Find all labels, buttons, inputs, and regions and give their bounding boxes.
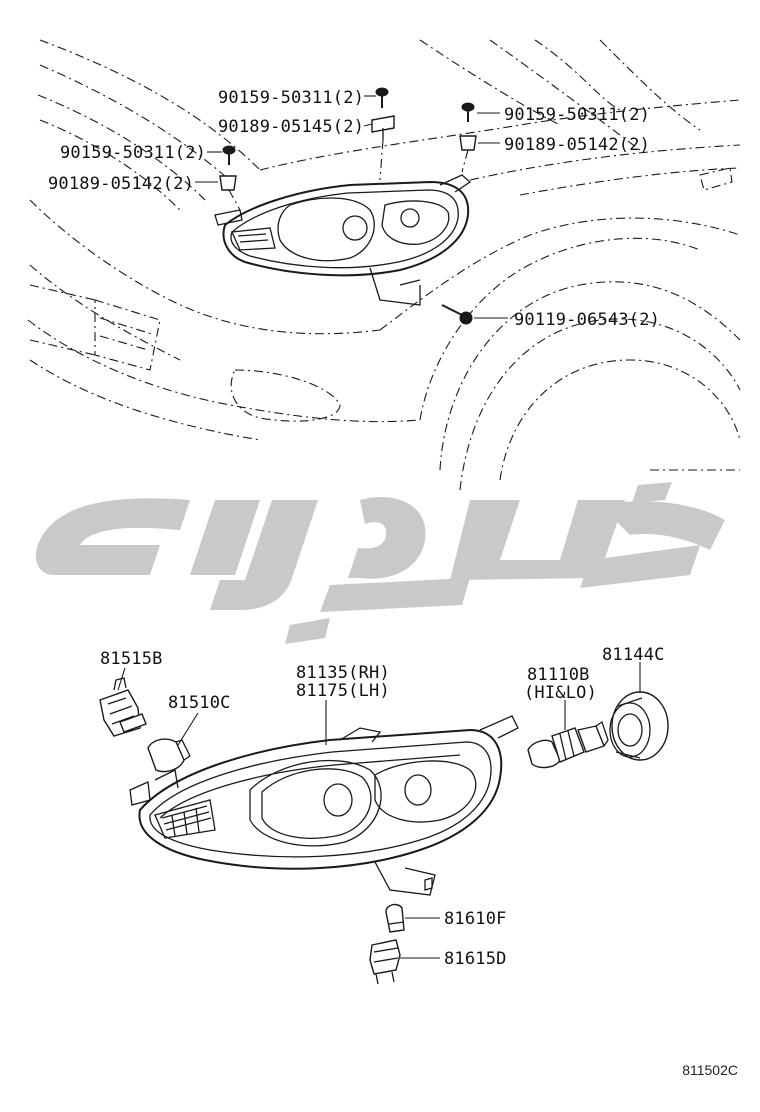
callout-e9: 81615D bbox=[444, 949, 507, 969]
bolt-icon bbox=[441, 304, 473, 325]
cover-81144C bbox=[609, 691, 669, 761]
callout-c6: 90189-05142(2) bbox=[48, 174, 194, 194]
installed-headlamp bbox=[214, 174, 472, 306]
headlamp-assembly bbox=[129, 715, 519, 896]
bulb-81110B bbox=[527, 720, 609, 769]
screw-icon bbox=[461, 102, 475, 122]
callout-e6: (HI&LO) bbox=[524, 683, 597, 703]
callout-e3: 81135(RH) bbox=[296, 663, 390, 683]
callout-e7: 81144C bbox=[602, 645, 665, 665]
callout-e2: 81510C bbox=[168, 693, 231, 713]
callout-e5: 81110B bbox=[527, 665, 590, 685]
callout-c2: 90189-05145(2) bbox=[218, 117, 364, 137]
socket-81515B bbox=[99, 677, 147, 737]
clip-nut-icon bbox=[459, 135, 477, 151]
callout-c3: 90159-50311(2) bbox=[504, 105, 650, 125]
clip-nut-icon bbox=[371, 115, 395, 140]
clip-nut-icon bbox=[219, 175, 237, 191]
callout-c1: 90159-50311(2) bbox=[218, 88, 364, 108]
exploded-leaders bbox=[117, 662, 641, 959]
watermark-logo bbox=[35, 482, 725, 644]
callout-c4: 90189-05142(2) bbox=[504, 135, 650, 155]
callout-c7: 90119-06543(2) bbox=[514, 310, 660, 330]
screw-icon bbox=[375, 87, 389, 108]
callout-e1: 81515B bbox=[100, 649, 163, 669]
callout-c5: 90159-50311(2) bbox=[60, 143, 206, 163]
socket-81615D bbox=[369, 939, 401, 985]
callout-e4: 81175(LH) bbox=[296, 681, 390, 701]
diagram-code: 811502C bbox=[682, 1062, 738, 1078]
callout-e8: 81610F bbox=[444, 909, 507, 929]
bulb-81610F bbox=[385, 903, 405, 933]
vehicle-leaders bbox=[195, 95, 508, 319]
screw-icon bbox=[222, 145, 236, 165]
vehicle-fasteners bbox=[219, 87, 477, 325]
bulb-81510C bbox=[147, 738, 191, 773]
vehicle-outline bbox=[27, 39, 741, 491]
